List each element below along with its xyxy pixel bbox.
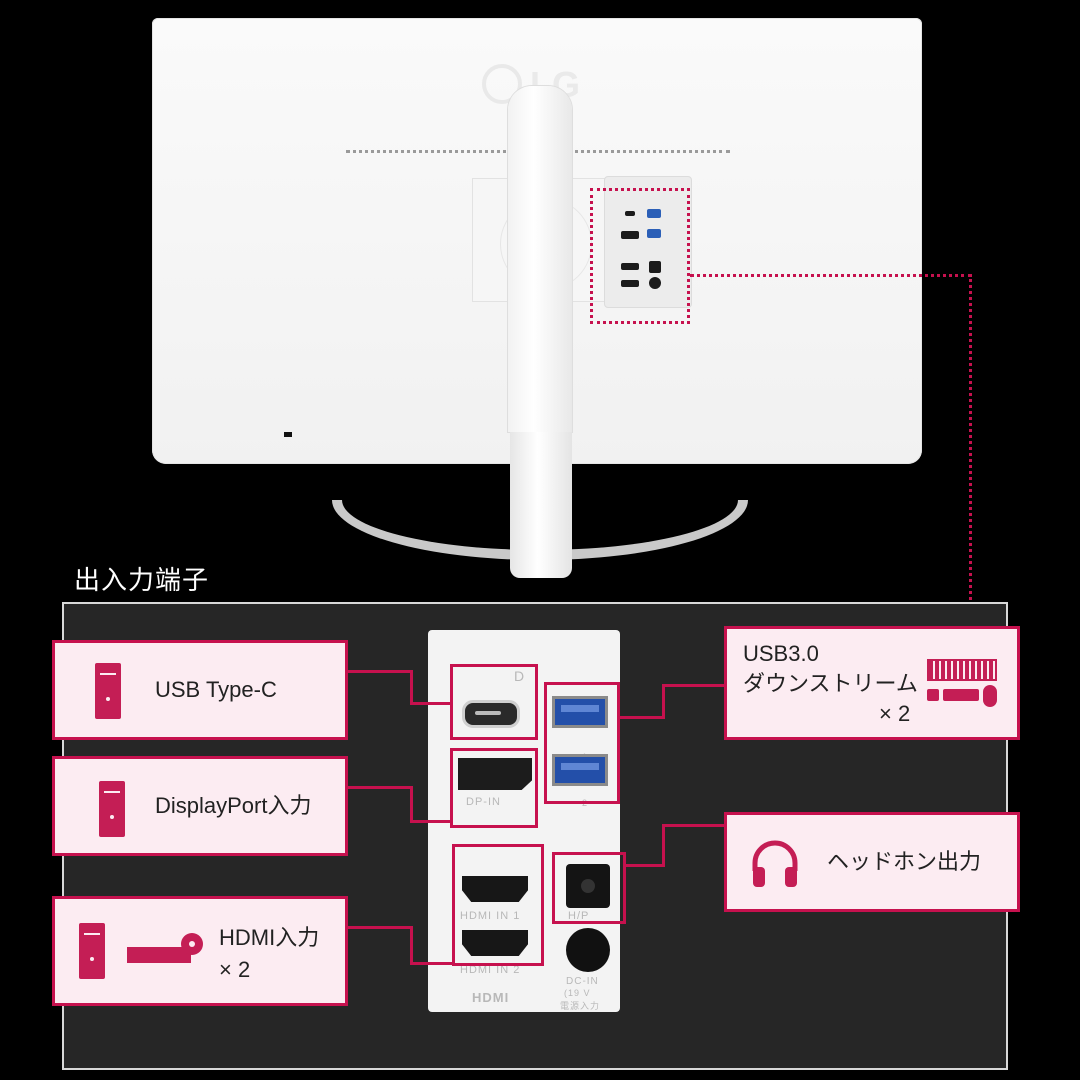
phone-port-label: H/P: [568, 910, 590, 922]
dp-port-label: DP-IN: [466, 796, 501, 808]
leader-line-horizontal: [690, 274, 972, 277]
rear-port-panel: [604, 176, 692, 308]
drive-icon: [943, 689, 979, 701]
dcin-jp-label: 電源入力: [560, 1001, 601, 1011]
callout-usb3: USB3.0 ダウンストリーム × 2: [724, 626, 1020, 740]
joystick-button: [284, 432, 292, 437]
callout-hdmi-line2: × 2: [219, 957, 251, 982]
dp-connector: [346, 786, 412, 789]
player-icon: [127, 947, 191, 963]
callout-displayport-label: DisplayPort入力: [155, 793, 312, 818]
usb3-connector: [618, 716, 664, 719]
usbc-connector: [346, 670, 412, 673]
hdmi-connector: [346, 926, 412, 929]
usbc-highlight: [450, 664, 538, 740]
usbc-top-label: D: [514, 668, 526, 684]
callout-hdmi: HDMI入力 × 2: [52, 896, 348, 1006]
usb3-port-2: [552, 754, 608, 786]
dcin-port-label: DC-IN: [566, 976, 599, 987]
phone-highlight: [552, 852, 626, 924]
displayport-port: [458, 758, 532, 790]
callout-usb3-line3: × 2: [879, 701, 911, 726]
callout-hdmi-line1: HDMI入力: [219, 925, 320, 950]
dp-highlight: [450, 748, 538, 828]
hdmi-port-1: [462, 876, 528, 902]
usb-stick-icon: [927, 689, 939, 701]
hdmi-highlight: [452, 844, 544, 966]
callout-headphone-label: ヘッドホン出力: [827, 849, 982, 874]
stand-neck: [510, 432, 572, 578]
headphone-jack: [566, 864, 610, 908]
hdmi-port-2: [462, 930, 528, 956]
headphone-icon: [752, 840, 798, 887]
callout-usb3-line2: ダウンストリーム: [743, 671, 918, 696]
port-highlight-frame: [590, 188, 690, 324]
callout-usb-c-label: USB Type-C: [155, 677, 277, 702]
hdmi2-port-label: HDMI IN 2: [460, 964, 521, 976]
leader-line-vertical: [969, 274, 972, 606]
dcin-voltage-label: (19 V: [564, 988, 591, 998]
phone-connector: [624, 864, 664, 867]
hdmi-logo: HDMI: [472, 990, 510, 1005]
pc-icon: [79, 923, 105, 979]
usb-c-port: [462, 700, 520, 728]
pc-icon: [99, 781, 125, 837]
dc-in-port: [566, 928, 610, 972]
disc-icon: [181, 933, 203, 955]
callout-usb3-line1: USB3.0: [743, 641, 819, 666]
pc-icon: [95, 663, 121, 719]
usb3-port-1: [552, 696, 608, 728]
mouse-icon: [983, 685, 997, 707]
section-title: 出入力端子: [74, 565, 210, 595]
hdmi1-port-label: HDMI IN 1: [460, 910, 521, 922]
usb3-highlight: [544, 682, 620, 804]
callout-headphone: ヘッドホン出力: [724, 812, 1020, 912]
keyboard-icon: [927, 659, 997, 681]
callout-usb-c: USB Type-C: [52, 640, 348, 740]
callout-displayport: DisplayPort入力: [52, 756, 348, 856]
stand-arm: [508, 86, 572, 432]
